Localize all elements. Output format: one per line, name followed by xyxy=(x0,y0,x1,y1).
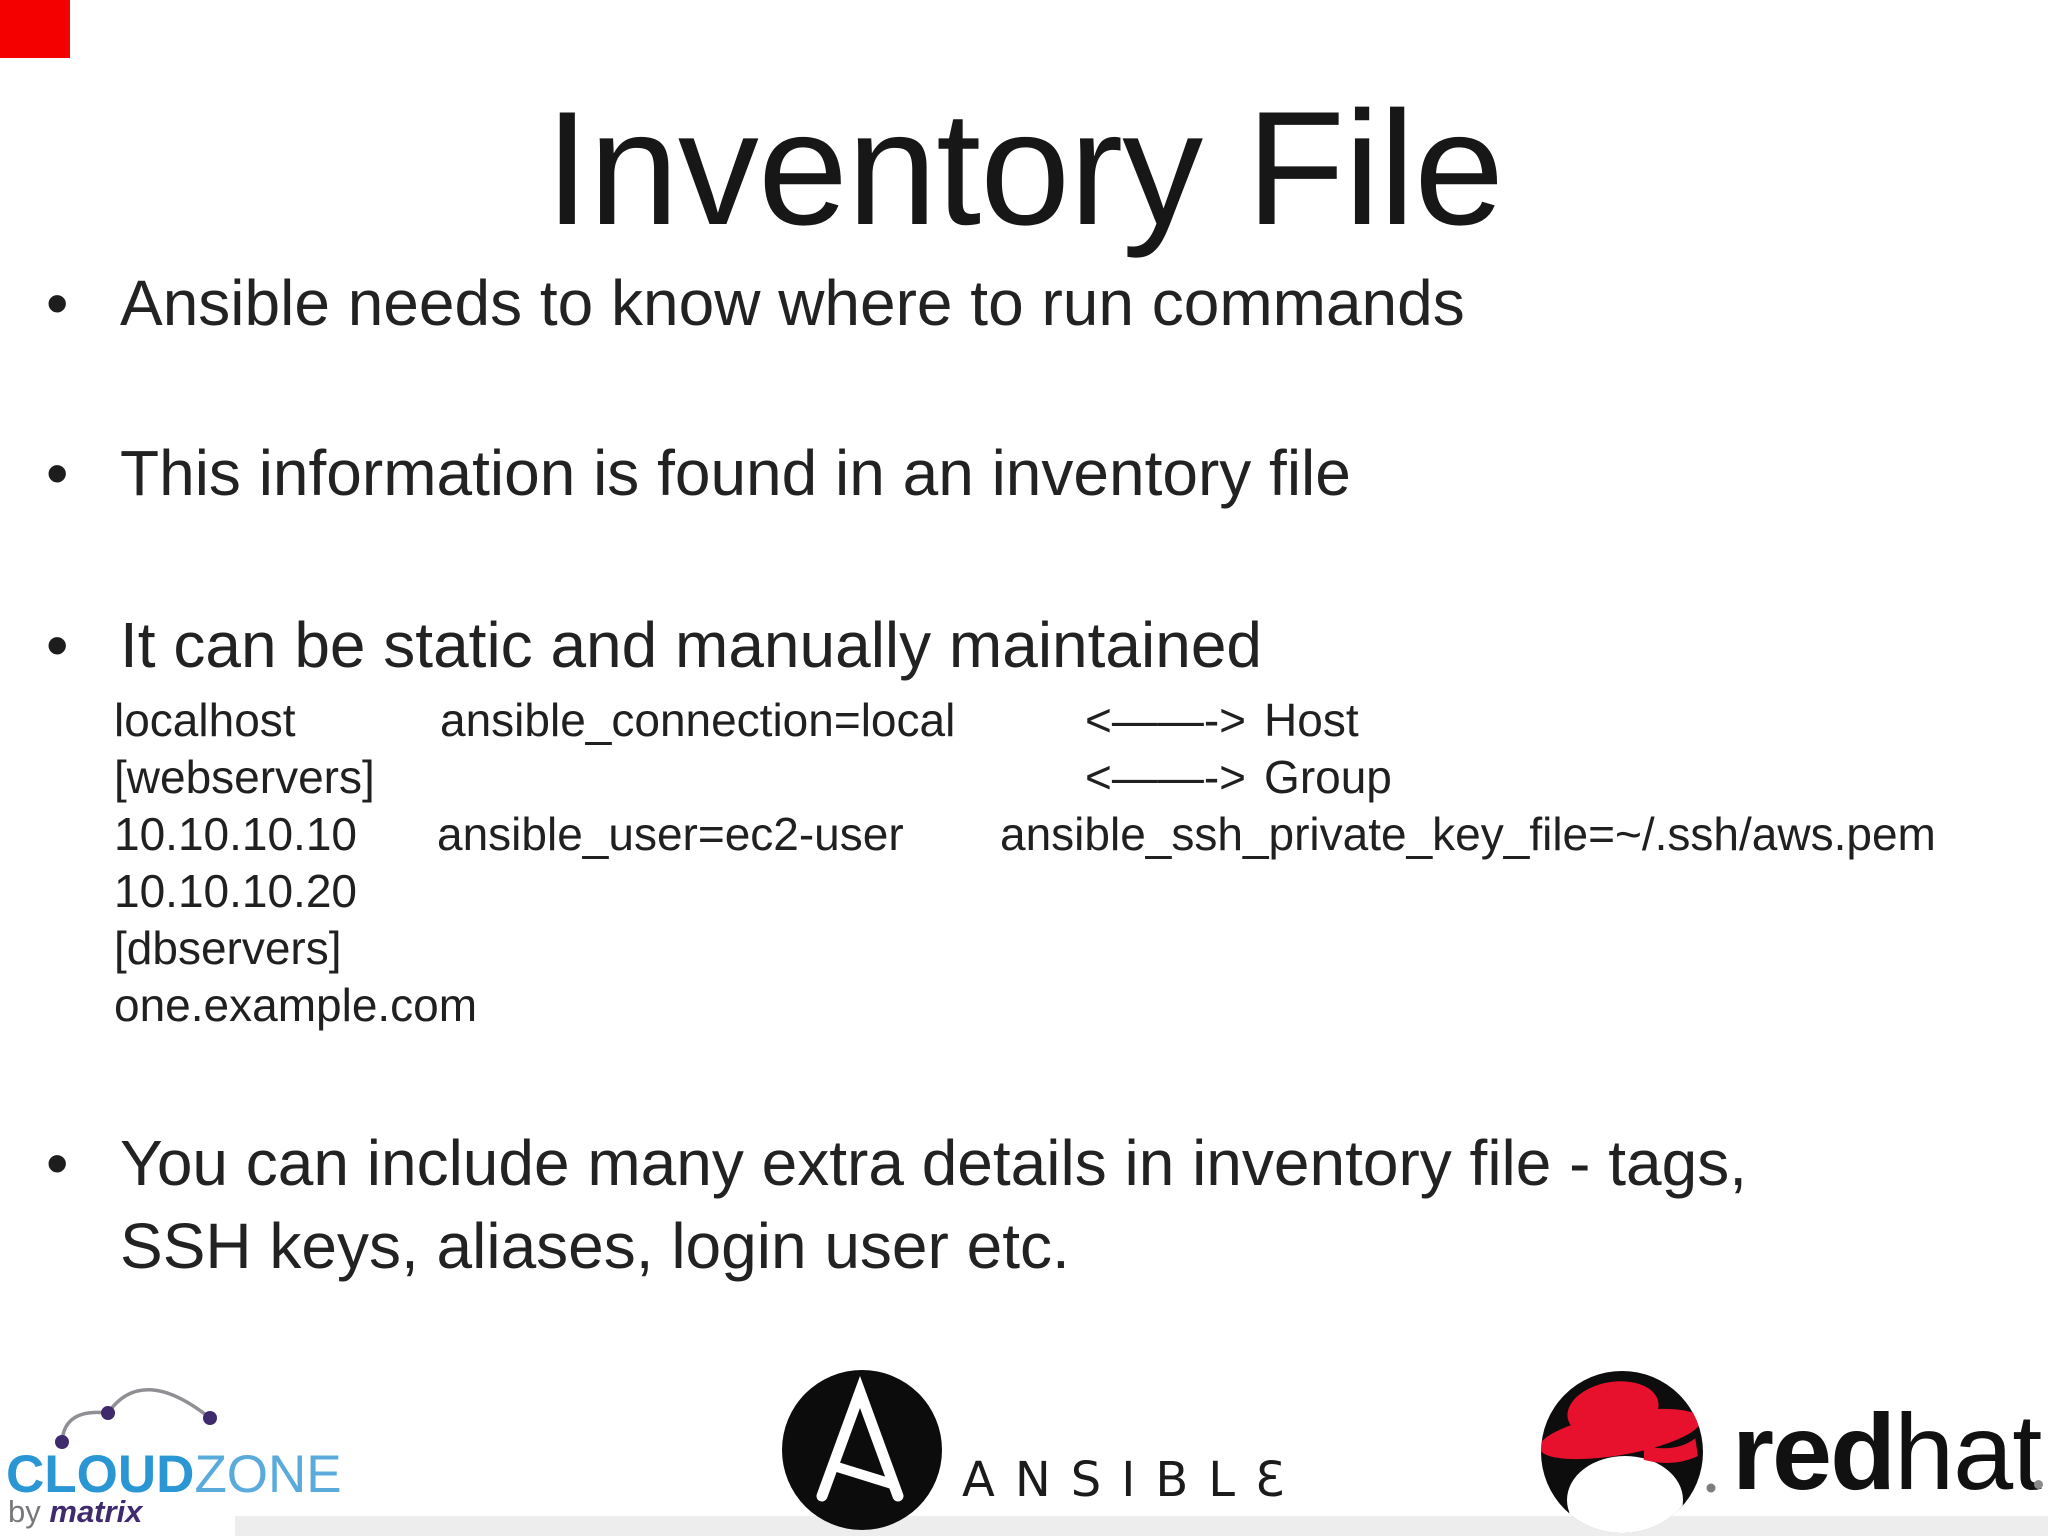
cloudzone-by: by xyxy=(8,1494,41,1529)
code-line: 10.10.10.10 ansible_user=ec2-user ansibl… xyxy=(0,806,2048,863)
code-variable: ansible_ssh_private_key_file=~/.ssh/aws.… xyxy=(1000,808,1936,860)
bullet-text: You can include many extra details in in… xyxy=(120,1122,2010,1288)
code-host: 10.10.10.10 xyxy=(114,808,358,860)
bullet-item: • You can include many extra details in … xyxy=(0,1122,2048,1302)
cloudzone-wordmark: CLOUDZONE xyxy=(6,1448,342,1501)
code-variable: ansible_connection=local xyxy=(440,694,956,746)
matrix-brand: matrix xyxy=(49,1494,143,1529)
cloudzone-tagline: by matrix xyxy=(8,1496,142,1527)
bullet-dot-icon: • xyxy=(46,609,69,681)
arrow-icon: <——-> xyxy=(1085,694,1247,746)
bullet-item: • This information is found in an invent… xyxy=(0,432,2048,522)
footer-divider xyxy=(235,1516,2048,1536)
bullet-text: This information is found in an inventor… xyxy=(120,437,1351,509)
annotation-label: Group xyxy=(1264,751,1392,803)
cloudzone-word-zone: ZONE xyxy=(194,1445,342,1504)
annotation-label: Host xyxy=(1264,694,1359,746)
inventory-code-example: localhost ansible_connection=local <——->… xyxy=(0,692,2048,1034)
redhat-word-dot: . xyxy=(2041,1391,2048,1512)
annotation-arrow: <——-> Host xyxy=(1085,692,1359,749)
code-line: 10.10.10.20 xyxy=(0,863,2048,920)
bullet-text-line: You can include many extra details in in… xyxy=(120,1127,1747,1199)
code-variable: ansible_user=ec2-user xyxy=(437,808,904,860)
bullet-dot-icon: • xyxy=(46,1127,69,1199)
registered-mark-dot-icon xyxy=(2034,1480,2043,1489)
red-marker-icon xyxy=(0,0,70,58)
redhat-shadowman-icon xyxy=(1541,1371,1716,1533)
code-host: localhost xyxy=(114,694,296,746)
cloudzone-logo xyxy=(20,1378,370,1536)
redhat-word-red: red xyxy=(1732,1391,1896,1512)
redhat-wordmark: redhat. xyxy=(1732,1398,2048,1506)
cloudzone-word-cloud: CLOUD xyxy=(6,1445,195,1504)
code-group: [dbservers] xyxy=(114,922,342,974)
bullet-text-line: SSH keys, aliases, login user etc. xyxy=(120,1210,1070,1283)
annotation-arrow: <——-> Group xyxy=(1085,749,1392,806)
code-host: one.example.com xyxy=(114,979,478,1031)
bullet-item: • Ansible needs to know where to run com… xyxy=(0,262,2048,352)
bullet-dot-icon: • xyxy=(46,267,69,339)
arrow-icon: <——-> xyxy=(1085,751,1247,803)
code-line: localhost ansible_connection=local <——->… xyxy=(0,692,2048,749)
code-group: [webservers] xyxy=(114,751,375,803)
code-host: 10.10.10.20 xyxy=(114,865,358,917)
ansible-a-icon xyxy=(782,1370,942,1530)
bullet-dot-icon: • xyxy=(46,437,69,509)
code-line: one.example.com xyxy=(0,977,2048,1034)
cloud-icon xyxy=(55,1388,217,1449)
bullet-text: Ansible needs to know where to run comma… xyxy=(120,267,1465,339)
bullet-item: • It can be static and manually maintain… xyxy=(0,604,2048,694)
bullet-text: It can be static and manually maintained xyxy=(120,609,1262,681)
code-line: [dbservers] xyxy=(0,920,2048,977)
page-title: Inventory File xyxy=(544,78,1504,259)
redhat-word-hat: hat xyxy=(1894,1391,2042,1512)
ansible-wordmark: ANSIBLƐ xyxy=(962,1452,1305,1508)
code-line: [webservers] <——-> Group xyxy=(0,749,2048,806)
